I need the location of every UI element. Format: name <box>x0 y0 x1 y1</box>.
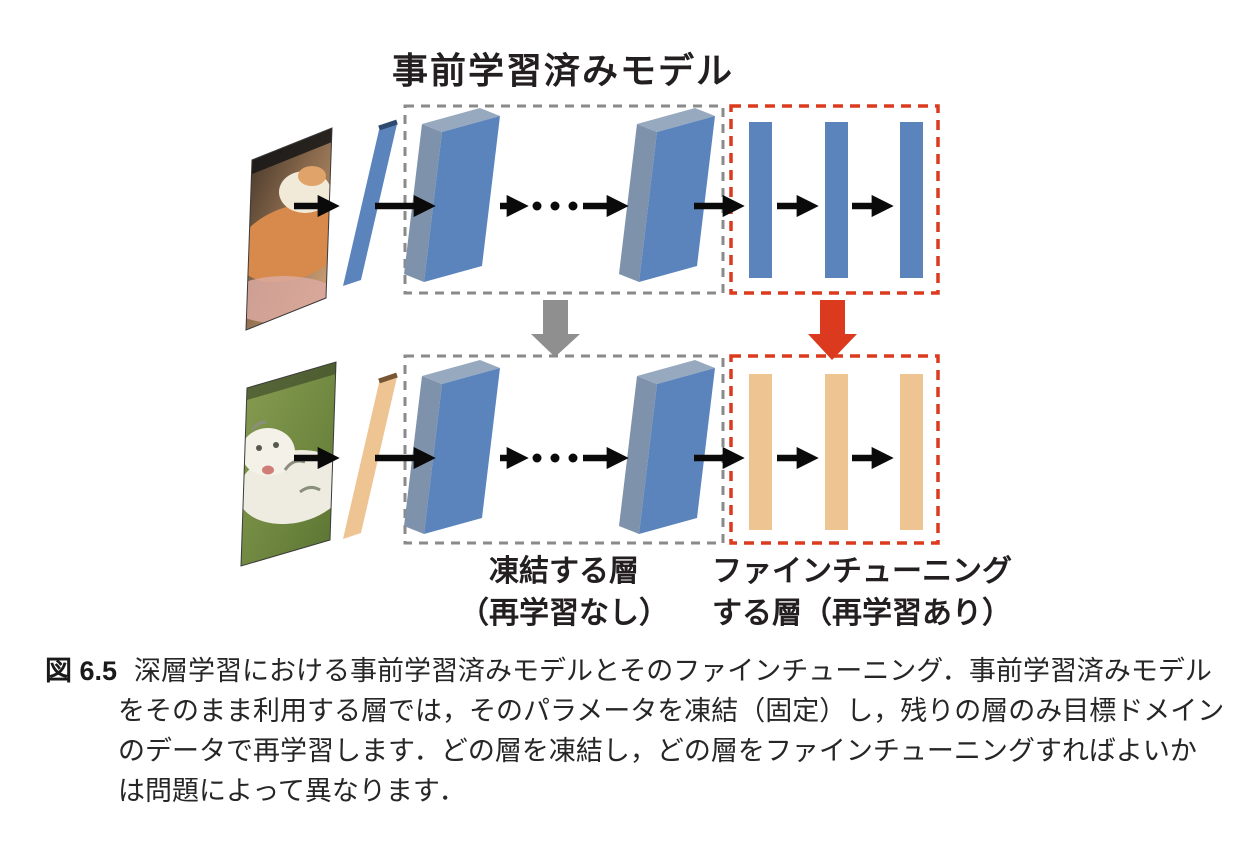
fc-layers-top <box>749 122 923 278</box>
frozen-layers-box-bottom <box>403 354 725 545</box>
ellipsis-dots-bottom <box>532 453 578 463</box>
caption-line-2: をそのまま利用する層では，そのパラメータを凍結（固定）し，残りの層のみ目標ドメイ… <box>118 691 1225 731</box>
caption-text-4: は問題によって異なります． <box>118 776 466 806</box>
conv-block-1-top <box>404 108 500 282</box>
caption-line-3: のデータで再学習します．どの層を凍結し，どの層をファインチューニングすればよいか <box>118 731 1225 771</box>
input-layer-bottom <box>343 372 398 539</box>
copy-weights-arrow-gray <box>531 300 580 357</box>
finetune-layers-label-line2: する層（再学習あり） <box>712 597 1012 630</box>
finetune-layers-box-top <box>729 104 940 295</box>
figure-number: 図 6.5 <box>45 656 118 686</box>
copy-weights-arrow-red <box>808 300 857 360</box>
diagram-title: 事前学習済みモデル <box>391 50 735 91</box>
ellipsis-dots-top <box>532 201 578 211</box>
conv-block-2-top <box>619 108 715 282</box>
caption-text-3: のデータで再学習します．どの層を凍結し，どの層をファインチューニングすればよいか <box>118 736 1197 766</box>
cat-photo-image <box>245 127 333 331</box>
conv-block-2-bottom <box>619 360 715 534</box>
figure-caption: 図 6.5 深層学習における事前学習済みモデルとそのファインチューニング．事前学習… <box>45 651 1225 811</box>
input-layer-top <box>343 119 398 286</box>
frozen-layers-label-line1: 凍結する層 <box>489 555 639 588</box>
conv-block-1-bottom <box>404 360 500 534</box>
caption-line-1: 図 6.5 深層学習における事前学習済みモデルとそのファインチューニング．事前学習… <box>45 651 1225 691</box>
finetune-layers-label-line1: ファインチューニング <box>712 555 1012 588</box>
caption-line-4: は問題によって異なります． <box>118 771 1225 811</box>
fc-layers-bottom <box>749 374 923 530</box>
caption-text-2: をそのまま利用する層では，そのパラメータを凍結（固定）し，残りの層のみ目標ドメイ… <box>118 696 1225 726</box>
target-row <box>240 354 940 567</box>
frozen-layers-label: 凍結する層 （再学習なし） <box>405 551 723 635</box>
finetune-layers-box-bottom <box>729 354 940 545</box>
frozen-layers-label-line2: （再学習なし） <box>459 597 669 630</box>
caption-text-1: 深層学習における事前学習済みモデルとそのファインチューニング．事前学習済みモデル <box>134 656 1212 686</box>
tiger-photo-image <box>240 361 337 567</box>
frozen-layers-box-top <box>403 104 725 295</box>
finetune-layers-label: ファインチューニング する層（再学習あり） <box>712 551 1012 635</box>
diagram-svg <box>240 104 940 567</box>
